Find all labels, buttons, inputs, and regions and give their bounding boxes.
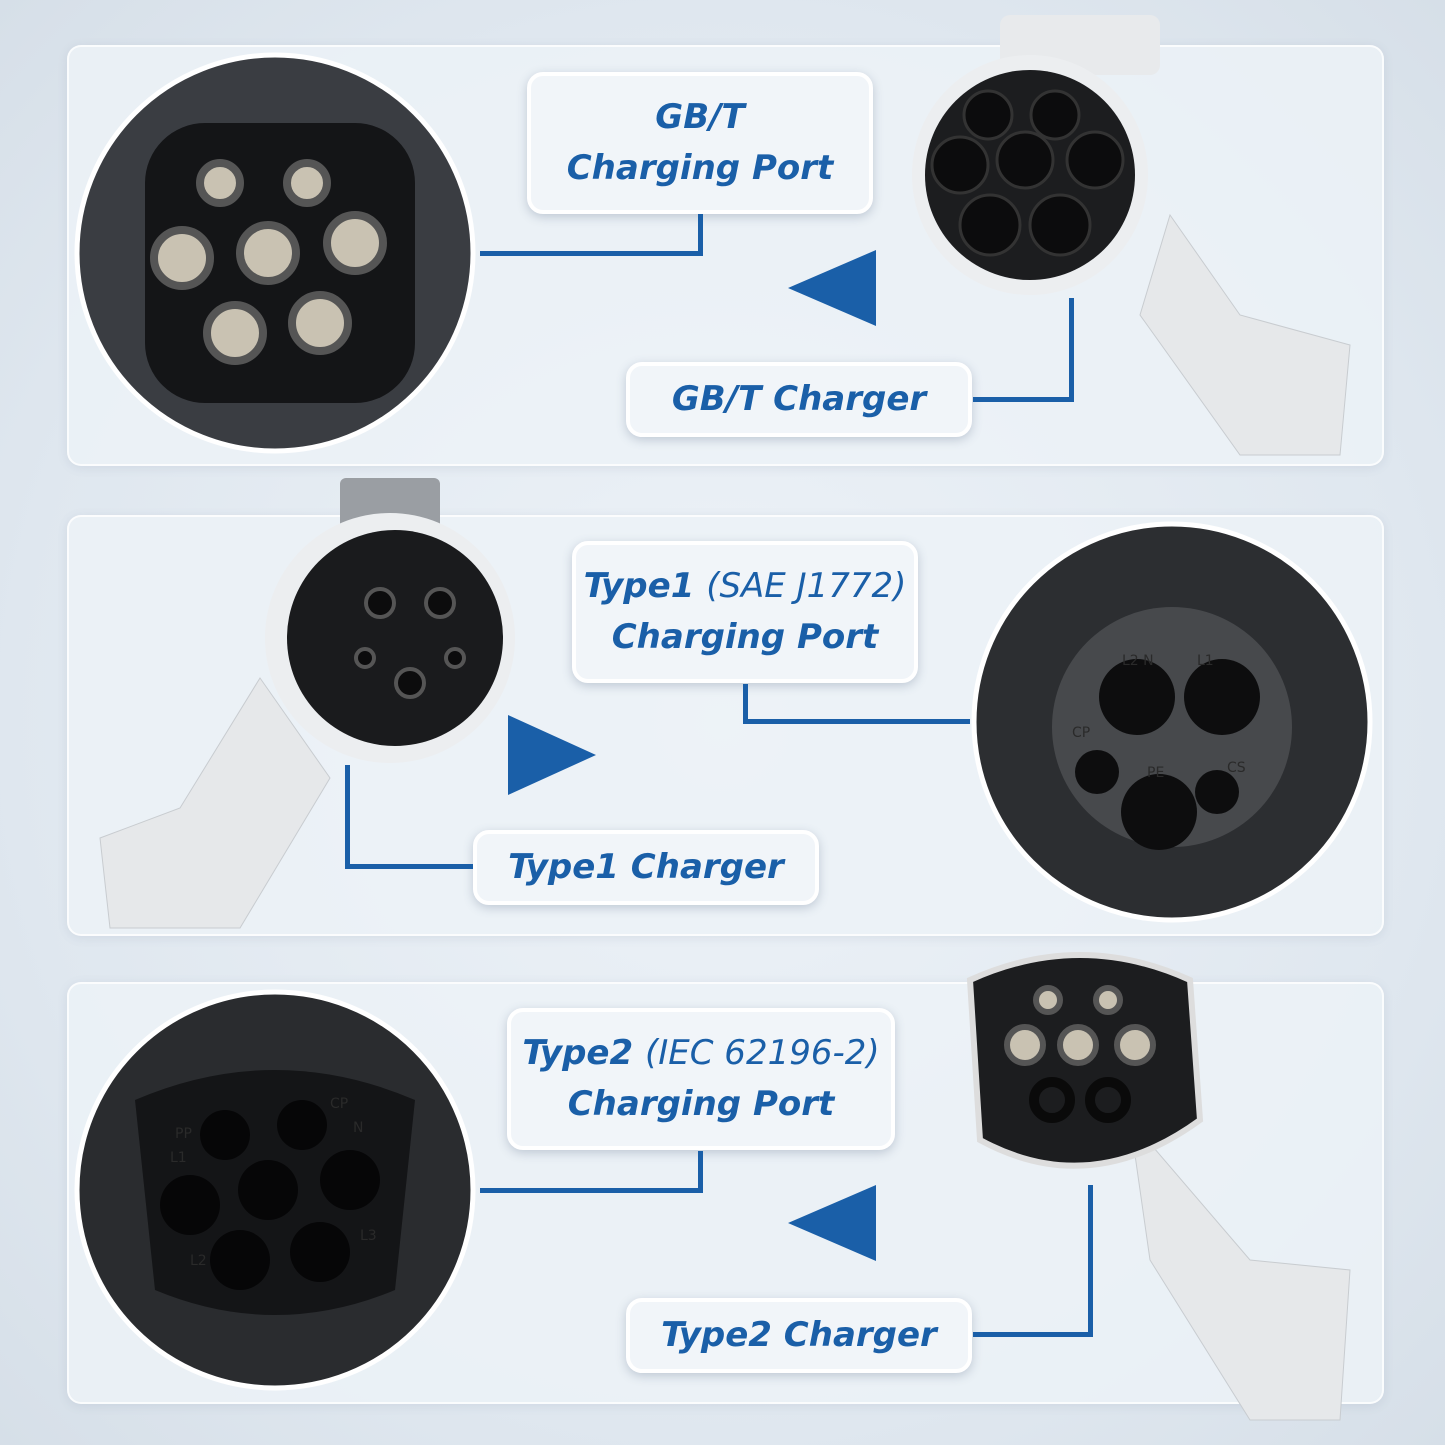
type2-port-line1: Type2 (IEC 62196-2) (522, 1028, 879, 1079)
type2-standard: Type2 (522, 1033, 634, 1073)
pin-label: PP (175, 1126, 192, 1142)
type1-port-photo: L2 N L1 CP PE CS (971, 521, 1373, 923)
connector-line (698, 1151, 703, 1193)
arrow-right-icon (508, 715, 596, 795)
connector-line (480, 251, 703, 256)
connector-line (743, 719, 970, 724)
gbt-port-line1: GB/T (655, 97, 745, 137)
type1-charging-port-label: Type1 (SAE J1772) Charging Port (572, 541, 918, 683)
gbt-charger-label: GB/T Charger (626, 362, 972, 437)
gbt-charger-photo (912, 15, 1351, 456)
type1-standard: Type1 (583, 566, 695, 606)
connector-line (480, 1188, 703, 1193)
pin-label: PE (1147, 765, 1164, 781)
type1-port-line2: Charging Port (611, 617, 879, 657)
connector-line (345, 864, 473, 869)
type2-charging-port-label: Type2 (IEC 62196-2) Charging Port (507, 1008, 895, 1150)
arrow-left-icon (788, 250, 876, 326)
pin-label: CP (330, 1096, 348, 1112)
pin-label: CP (1072, 725, 1090, 741)
type2-spec: (IEC 62196-2) (644, 1033, 880, 1073)
gbt-charger-text: GB/T Charger (671, 379, 927, 419)
pin-label: L2 N (1122, 653, 1154, 669)
type2-charger-photo (966, 952, 1351, 1421)
pin-label: N (353, 1120, 363, 1136)
pin-label: L1 (170, 1150, 187, 1166)
connector-line (743, 684, 748, 724)
pin-label: CS (1227, 760, 1246, 776)
connector-line (973, 397, 1074, 402)
connector-line (973, 1332, 1093, 1337)
type1-charger-label: Type1 Charger (473, 830, 819, 905)
gbt-charging-port-label: GB/T Charging Port (527, 72, 873, 214)
type2-port-photo: PP CP L1 N L3 L2 (74, 989, 476, 1391)
type1-charger-photo (99, 478, 515, 929)
connector-line (1088, 1185, 1093, 1337)
pin-label: L3 (360, 1228, 377, 1244)
type2-charger-text: Type2 Charger (661, 1315, 937, 1355)
gbt-port-photo (74, 52, 476, 454)
connector-line (1069, 298, 1074, 402)
type2-charger-label: Type2 Charger (626, 1298, 972, 1373)
type1-port-line1: Type1 (SAE J1772) (584, 561, 907, 612)
connector-line (698, 214, 703, 256)
type1-charger-text: Type1 Charger (508, 847, 784, 887)
type2-port-line2: Charging Port (567, 1084, 835, 1124)
pin-label: L2 (190, 1253, 207, 1269)
pin-label: L1 (1197, 653, 1214, 669)
gbt-port-line2: Charging Port (566, 148, 834, 188)
type1-spec: (SAE J1772) (706, 566, 907, 606)
arrow-left-icon (788, 1185, 876, 1261)
connector-line (345, 765, 350, 869)
